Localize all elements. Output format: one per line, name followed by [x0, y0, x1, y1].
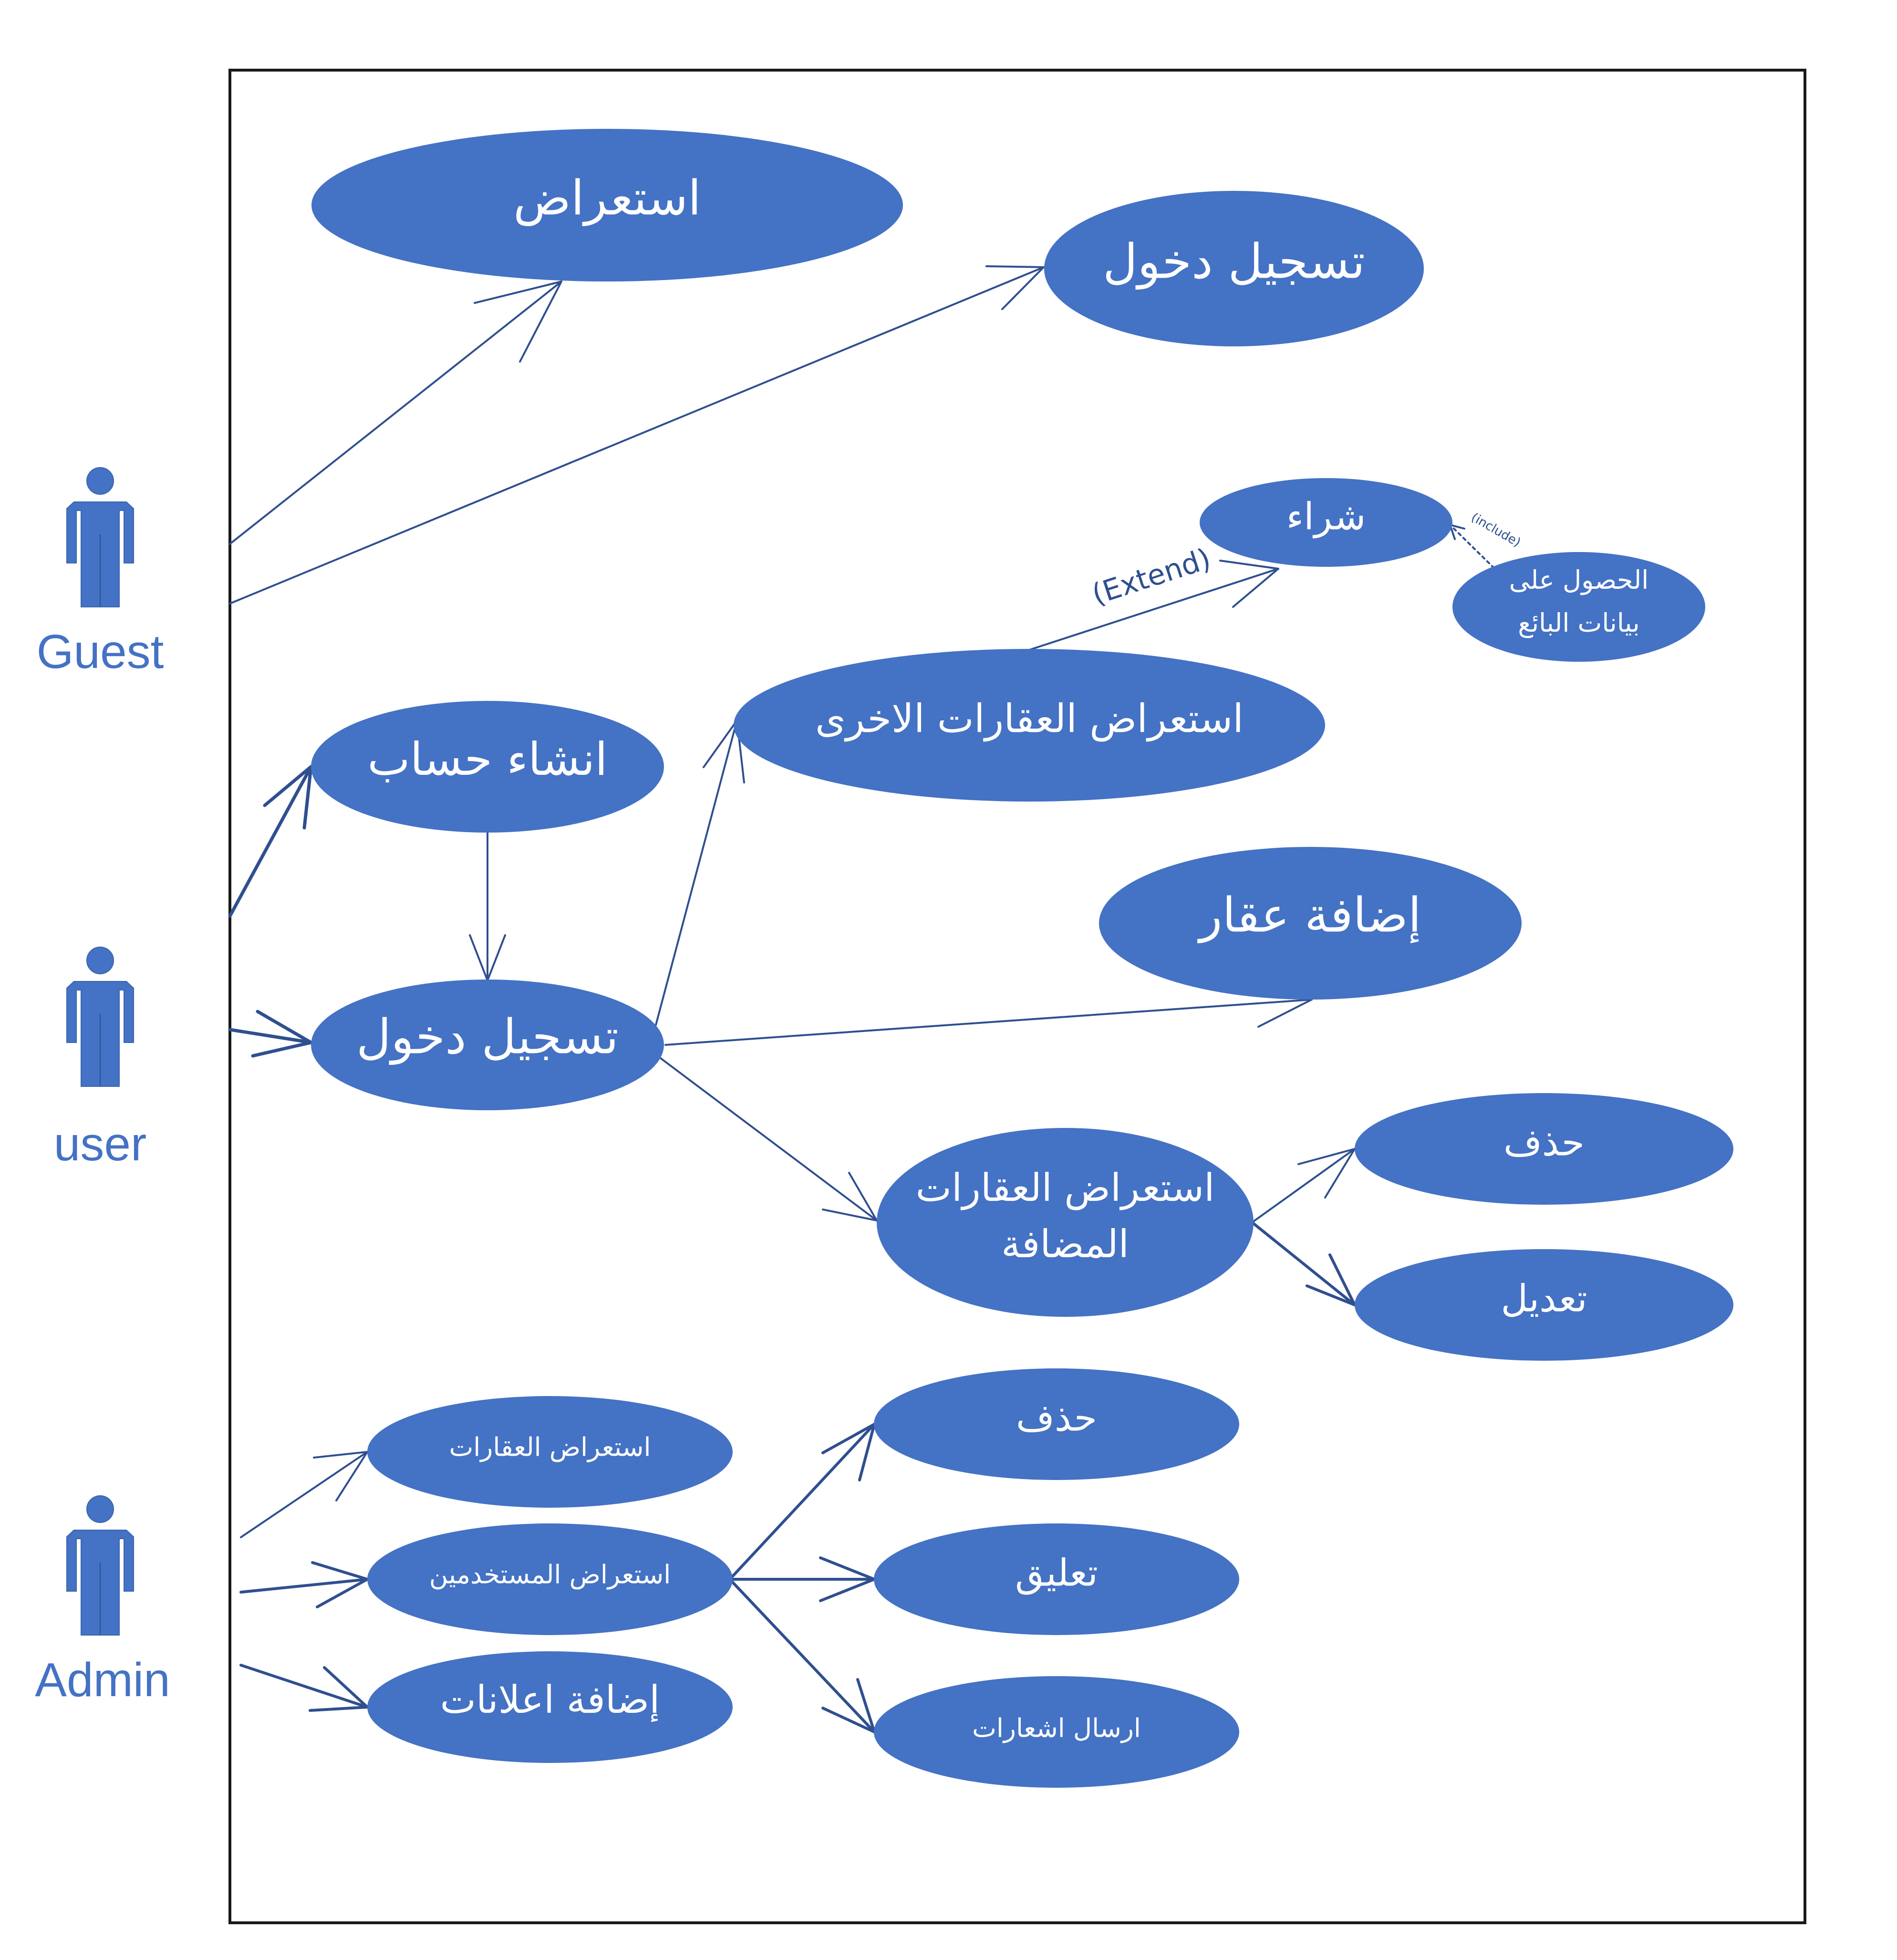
assoc-login-add-property: [664, 981, 1313, 1046]
actor-user[interactable]: user: [54, 947, 147, 1171]
guest-figure-icon: [66, 467, 134, 607]
user-figure-icon: [66, 947, 134, 1087]
use-case-admin-suspend[interactable]: تعليق: [874, 1523, 1239, 1635]
use-case-user-login[interactable]: تسجيل دخول: [311, 980, 664, 1110]
use-case-add-property[interactable]: إضافة عقار: [1099, 847, 1522, 1000]
use-case-label: حذف: [1016, 1397, 1097, 1439]
assoc-create-to-login: [469, 832, 506, 981]
use-case-label: انشاء حساب: [367, 733, 607, 786]
extend-browse-other-buy: [1028, 560, 1279, 651]
assoc-admin-browse-props: [240, 1451, 368, 1538]
use-case-label: إضافة عقار: [1197, 887, 1421, 943]
system-boundary: [228, 69, 1806, 1924]
use-case-label: إضافة اعلانات: [440, 1678, 660, 1722]
actor-label: Guest: [37, 625, 164, 678]
extend-label: (Extend): [1088, 542, 1215, 612]
assoc-login-browse-other: [655, 719, 745, 1026]
assoc-users-notify: [728, 1578, 876, 1733]
use-case-label: تسجيل دخول: [356, 1009, 619, 1064]
use-case-admin-add-ads[interactable]: إضافة اعلانات: [367, 1651, 733, 1763]
use-case-label: تعليق: [1015, 1552, 1098, 1595]
include-label: (include): [1469, 510, 1523, 550]
use-case-guest-login[interactable]: تسجيل دخول: [1044, 191, 1424, 346]
use-case-label: استعراض المستخدمين: [429, 1560, 671, 1590]
use-case-label: شراء: [1286, 495, 1366, 539]
assoc-guest-login: [229, 265, 1045, 605]
use-case-label: استعراض العقارات: [449, 1432, 651, 1462]
use-case-browse[interactable]: استعراض: [311, 129, 903, 281]
assoc-guest-browse: [229, 281, 562, 545]
actor-admin[interactable]: Admin: [35, 1495, 170, 1707]
use-case-create-account[interactable]: انشاء حساب: [311, 701, 664, 833]
use-case-label: ارسال اشعارات: [972, 1713, 1141, 1743]
use-case-label: استعراض العقارات الاخرى: [815, 696, 1244, 741]
assoc-added-edit: [1251, 1221, 1356, 1306]
assoc-users-suspend: [728, 1556, 876, 1602]
use-case-user-edit[interactable]: تعديل: [1355, 1249, 1733, 1361]
use-case-admin-delete[interactable]: حذف: [874, 1368, 1239, 1480]
use-case-admin-browse-users[interactable]: استعراض المستخدمين: [367, 1523, 733, 1635]
actor-label: user: [54, 1117, 147, 1171]
assoc-login-browse-added: [660, 1057, 878, 1221]
use-case-user-delete[interactable]: حذف: [1355, 1093, 1733, 1205]
assoc-user-create-account: [228, 765, 313, 918]
assoc-admin-add-ads: [239, 1664, 369, 1712]
assoc-admin-browse-users: [239, 1561, 369, 1608]
use-case-admin-notify[interactable]: ارسال اشعارات: [874, 1676, 1239, 1788]
assoc-user-login: [228, 1010, 313, 1058]
use-case-label: استعراض: [513, 170, 701, 226]
assoc-users-delete: [728, 1423, 876, 1581]
assoc-added-delete: [1251, 1148, 1356, 1223]
use-case-label: تسجيل دخول: [1103, 233, 1365, 289]
actor-guest[interactable]: Guest: [37, 467, 164, 678]
actor-label: Admin: [35, 1653, 170, 1707]
use-case-admin-browse-props[interactable]: استعراض العقارات: [367, 1396, 733, 1508]
use-case-label: حذف: [1503, 1121, 1585, 1164]
use-case-label: تعديل: [1501, 1277, 1587, 1320]
use-case-browse-other[interactable]: استعراض العقارات الاخرى: [734, 649, 1325, 802]
use-case-buy[interactable]: شراء: [1200, 478, 1452, 567]
admin-figure-icon: [66, 1495, 134, 1636]
